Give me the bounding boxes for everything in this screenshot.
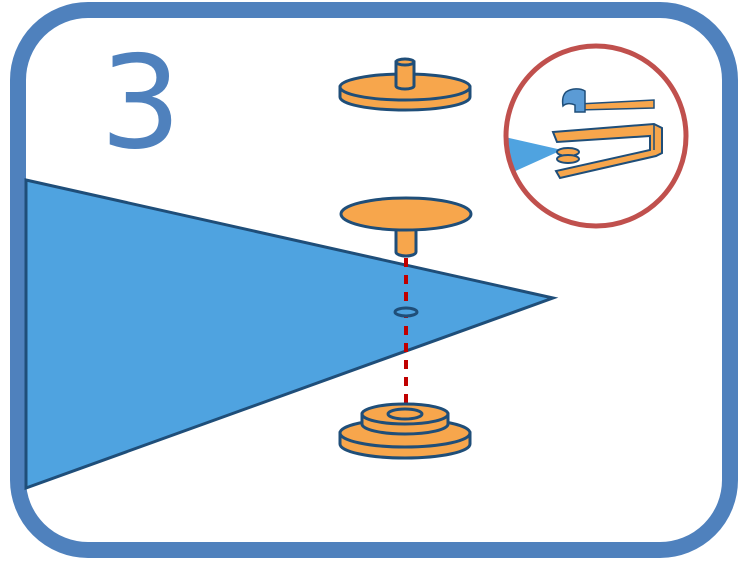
setting-tool-icon bbox=[551, 122, 663, 180]
hammer-icon bbox=[561, 88, 655, 113]
snap-socket-icon bbox=[338, 402, 472, 460]
step-number: 3 bbox=[100, 29, 182, 178]
inset-fabric bbox=[506, 136, 562, 178]
fabric-hole bbox=[393, 306, 419, 318]
fabric-triangle bbox=[24, 178, 559, 491]
snap-cap-icon bbox=[338, 57, 472, 112]
inset-ring bbox=[503, 43, 689, 229]
tool-inset bbox=[503, 43, 689, 229]
snap-stud-icon bbox=[339, 196, 473, 258]
